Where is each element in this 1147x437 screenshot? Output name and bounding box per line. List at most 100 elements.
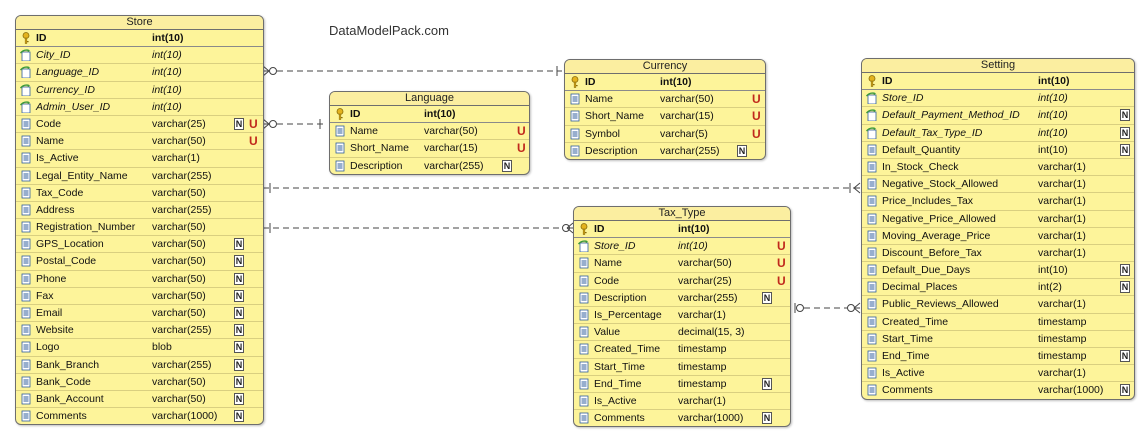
column-name: Bank_Account — [36, 392, 104, 405]
column-icon — [20, 324, 32, 336]
foreign-key-icon — [19, 83, 32, 96]
nullable-icon: N — [1120, 264, 1130, 277]
column-name: Name — [585, 93, 614, 106]
column-icon — [866, 178, 878, 190]
unique-constraint-icon: U — [752, 126, 761, 141]
unique-constraint-icon: U — [249, 116, 258, 131]
foreign-key-icon — [865, 109, 878, 122]
foreign-key-icon — [19, 49, 32, 62]
column-icon — [866, 247, 878, 259]
column-name: Negative_Price_Allowed — [882, 212, 996, 225]
column-icon — [20, 393, 32, 405]
column-name: Postal_Code — [36, 255, 97, 268]
column-name: GPS_Location — [36, 238, 104, 251]
column-icon — [334, 125, 346, 137]
column-name: Store_ID — [882, 92, 924, 105]
nullable-icon: N — [762, 291, 772, 304]
entity-title: Store — [16, 16, 263, 30]
column-name: Currency_ID — [36, 83, 95, 96]
column-type: int(2) — [1038, 281, 1062, 294]
column-icon — [20, 273, 32, 285]
nullable-icon: N — [234, 341, 244, 354]
column-icon — [578, 412, 590, 424]
column-type: varchar(50) — [660, 93, 714, 106]
column-type: varchar(50) — [152, 135, 206, 148]
column-type: int(10) — [1038, 75, 1070, 87]
crow-foot-store-language — [262, 118, 270, 130]
column-icon — [578, 292, 590, 304]
column-icon — [578, 395, 590, 407]
column-type: varchar(50) — [152, 392, 206, 405]
column-name: Symbol — [585, 127, 621, 140]
